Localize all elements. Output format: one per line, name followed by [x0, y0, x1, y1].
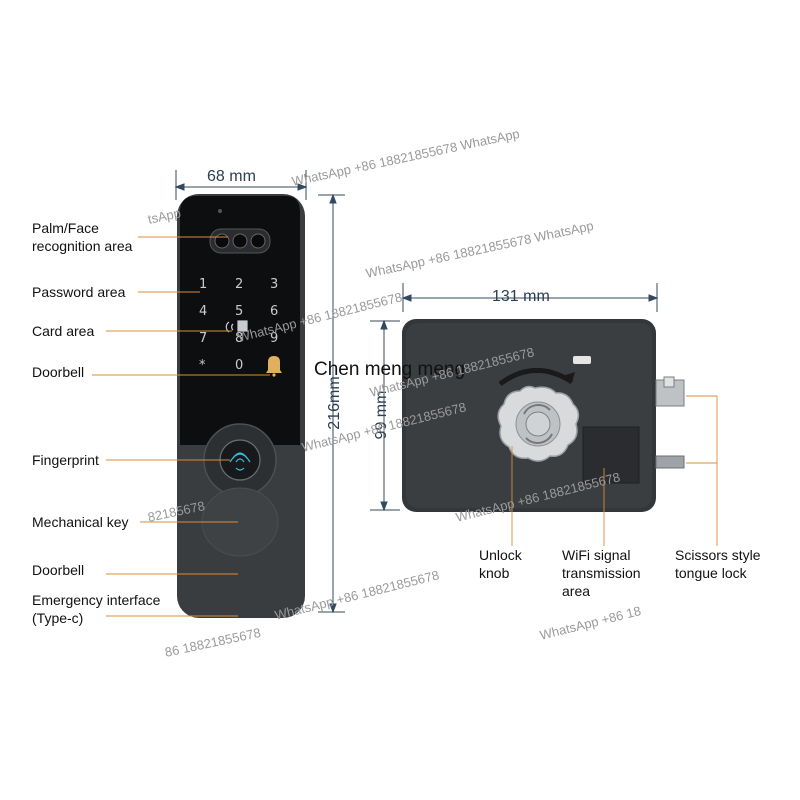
camera-dot: [218, 209, 222, 213]
wifi-transmission-area: [582, 426, 640, 484]
key-9[interactable]: 9: [270, 331, 279, 346]
key-8[interactable]: 8: [235, 331, 244, 346]
key-4[interactable]: 4: [199, 304, 208, 319]
callout-palm-face: Palm/Face recognition area: [32, 220, 133, 254]
smart-lock-front-panel: [177, 194, 305, 618]
callout-doorbell-top: Doorbell: [32, 364, 85, 380]
callout-scissors: Scissors style tongue lock: [675, 547, 761, 581]
callout-wifi: WiFi signal transmission area: [562, 547, 641, 599]
key-6[interactable]: 6: [270, 304, 279, 319]
indicator-light: [573, 356, 591, 364]
right-width-dimension: [401, 283, 659, 312]
key-2[interactable]: 2: [235, 277, 244, 292]
callout-password: Password area: [32, 284, 126, 300]
left-width-label: 68 mm: [207, 168, 256, 185]
key-7[interactable]: 7: [199, 331, 208, 346]
right-height-dimension: [370, 319, 400, 512]
callout-emergency: Emergency interface (Type-c): [32, 592, 161, 626]
callout-doorbell-bottom: Doorbell: [32, 562, 85, 578]
unlock-knob: [497, 385, 580, 462]
key-0[interactable]: 0: [235, 358, 244, 373]
nfc-card-icon: [225, 320, 248, 333]
right-width-label: 131 mm: [492, 288, 550, 305]
left-width-dimension: [174, 170, 308, 200]
key-5[interactable]: 5: [235, 304, 244, 319]
fingerprint-icon: [229, 452, 251, 471]
key-star[interactable]: *: [199, 358, 206, 373]
rim-lock-body: [402, 319, 685, 512]
center-overlay-text: Chen meng meng: [314, 359, 466, 380]
key-1[interactable]: 1: [199, 277, 208, 292]
rotate-arrow-icon: [498, 368, 574, 387]
bell-icon: [266, 356, 282, 377]
scissors-tongue-lock: [655, 376, 685, 469]
left-height-dimension: [318, 193, 345, 614]
left-leader-lines: [92, 236, 270, 617]
callout-fingerprint: Fingerprint: [32, 452, 99, 468]
key-3[interactable]: 3: [270, 277, 279, 292]
right-leader-lines: [511, 395, 718, 546]
callout-mechanical-key: Mechanical key: [32, 514, 129, 530]
callout-card: Card area: [32, 323, 95, 339]
callout-unlock-knob: Unlock knob: [479, 547, 522, 581]
